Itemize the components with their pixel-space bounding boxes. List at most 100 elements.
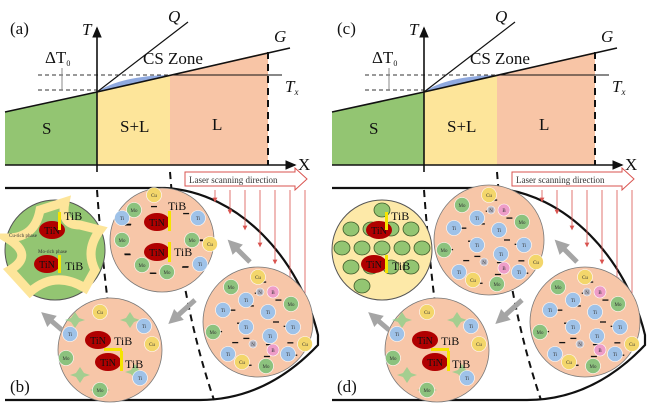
atom-label: Ti: [475, 217, 480, 222]
atom-label: Ti: [68, 333, 73, 338]
atom-b: [593, 343, 607, 357]
atom-ti: [62, 326, 78, 342]
atom-label: Ti: [618, 326, 623, 331]
atom-label: Mo: [210, 331, 217, 336]
atom-cu: [234, 354, 250, 370]
atom-ti: [493, 246, 509, 262]
atom-label: Cu: [476, 343, 482, 348]
atom-label: Ti: [593, 311, 598, 316]
panel-label-bottom: (d): [337, 377, 357, 396]
atom-mo: [514, 214, 530, 230]
atom-label: Ti: [226, 353, 231, 358]
laser-direction-arrow: [184, 166, 308, 192]
tib-label: TiB: [64, 209, 82, 223]
atom-label: B: [598, 349, 602, 354]
solid-region: [5, 92, 97, 165]
atom-label: Cu: [424, 311, 430, 316]
atom-label: Mo: [189, 239, 196, 244]
atom-label: Ti: [475, 244, 480, 249]
panel-label-top: (a): [10, 19, 29, 38]
cu-rich-phase-label: Cu-rich phase: [9, 234, 38, 239]
atom-label: Cu: [207, 243, 213, 248]
atom-label: Cu: [97, 311, 103, 316]
atom-cu: [144, 336, 160, 352]
process-arrow-head: [168, 309, 184, 325]
process-arrow-head: [41, 312, 57, 327]
atom-ti: [589, 328, 605, 344]
atom-ti: [565, 292, 581, 308]
atom-label: N: [482, 261, 486, 266]
g-label: G: [274, 27, 286, 46]
atom-label: Ti: [571, 326, 576, 331]
tib-whisker: [104, 348, 122, 351]
atom-cu: [471, 336, 487, 352]
atom-ti: [238, 319, 254, 335]
atom-label: Ti: [142, 325, 147, 330]
tin-label: TiN: [427, 358, 443, 369]
atom-label: Ti: [268, 335, 273, 340]
mo-rich-grain: [333, 240, 351, 256]
mo-rich-grain: [402, 221, 420, 237]
atom-ti: [238, 292, 254, 308]
atom-n: [255, 287, 265, 297]
atom-label: Mo: [459, 204, 466, 209]
atom-label: Cu: [486, 194, 492, 199]
tib-label: TiB: [441, 334, 459, 348]
atom-label: Ti: [452, 227, 457, 232]
atom-cu: [297, 336, 313, 352]
tin-particle: [412, 331, 438, 349]
tin-particle: [85, 331, 111, 349]
atom-label: Cu: [629, 343, 635, 348]
tin-label: TiN: [366, 260, 382, 271]
x-axis-label: X: [625, 155, 637, 174]
tx-label: Tx: [612, 77, 625, 97]
tin-particle: [422, 353, 448, 371]
q-label: Q: [168, 7, 180, 26]
atom-label: Cu: [239, 361, 245, 366]
atom-label: Mo: [63, 357, 70, 362]
atom-label: Ti: [595, 335, 600, 340]
s-label: S: [42, 119, 51, 138]
atom-cu: [465, 272, 481, 288]
atom-ti: [220, 346, 236, 362]
mo-rich-grain: [353, 278, 371, 294]
atom-mo: [532, 324, 548, 340]
atom-cu: [528, 254, 544, 270]
atom-mo: [585, 358, 601, 374]
atom-label: Mo: [424, 389, 431, 394]
atom-ti: [136, 318, 152, 334]
atom-label: Cu: [151, 194, 157, 199]
atom-mo: [184, 232, 200, 248]
tin-particle: [361, 255, 387, 273]
atom-ti: [463, 318, 479, 334]
atom-ti: [516, 237, 532, 253]
atom-ti: [260, 304, 276, 320]
cu-rich-network: [0, 195, 108, 299]
atom-label: Ti: [286, 353, 291, 358]
mo-rich-grain: [402, 259, 420, 275]
solid-region: [332, 92, 424, 165]
tin-label: TiN: [39, 260, 55, 271]
atom-mo: [550, 279, 566, 295]
atom-ti: [542, 302, 558, 318]
tib-whisker: [431, 348, 449, 351]
atom-label: Ti: [196, 217, 201, 222]
tib-whisker: [168, 211, 171, 231]
liquidus-boundary: [496, 171, 542, 401]
atom-label: Cu: [533, 261, 539, 266]
solid-nucleus: [70, 367, 90, 383]
atom-ti: [114, 210, 130, 226]
tin-label: TiN: [371, 226, 387, 237]
atom-b: [266, 343, 280, 357]
s-l-label: S+L: [120, 117, 149, 136]
atom-label: Ti: [198, 263, 203, 268]
atom-label: Ti: [244, 299, 249, 304]
atom-label: Ti: [553, 353, 558, 358]
atom-label: Mo: [519, 221, 526, 226]
atom-label: N: [585, 291, 589, 296]
t-axis-label: T: [409, 20, 420, 39]
atom-b: [593, 285, 607, 299]
atom-n: [248, 339, 258, 349]
